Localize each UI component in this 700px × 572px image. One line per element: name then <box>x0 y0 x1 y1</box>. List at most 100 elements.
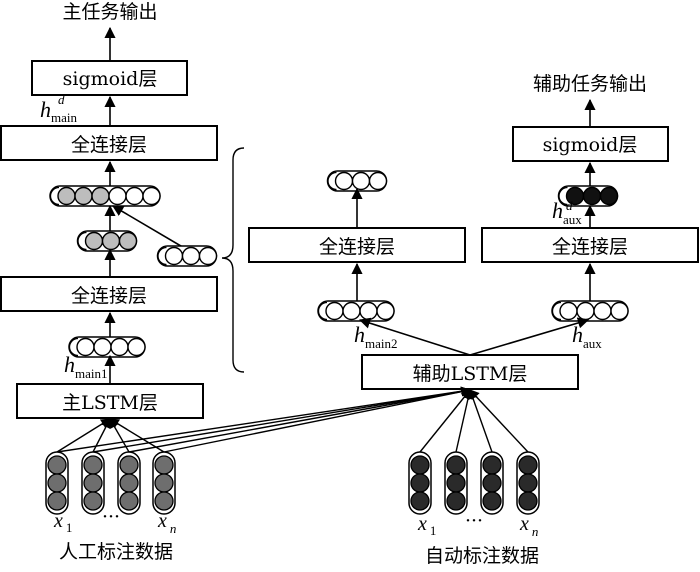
vector-edge <box>77 231 87 251</box>
vector-unit-empty <box>127 337 146 357</box>
vector-unit-empty <box>181 246 201 266</box>
vector-unit-empty <box>76 337 95 357</box>
aux-output-vector <box>557 185 619 207</box>
token-column <box>81 451 105 515</box>
vector-unit-empty <box>368 171 388 191</box>
vector-unit-filled <box>118 231 138 251</box>
main-lstm-layer: 主LSTM层 <box>16 383 204 419</box>
main-dense-bottom-label: 全连接层 <box>71 285 147 307</box>
token-unit <box>410 473 430 493</box>
vector-unit-empty <box>142 186 161 206</box>
vector-unit-filled <box>57 186 76 206</box>
aux-sigmoid-label: sigmoid层 <box>543 134 638 156</box>
aux-lstm-label: 辅助LSTM层 <box>413 363 528 385</box>
main2-dense-layer: 全连接层 <box>248 227 466 263</box>
token-unit <box>83 455 103 475</box>
manual-ellipsis: ··· <box>102 506 120 528</box>
token-unit <box>119 455 139 475</box>
main2-dense-label: 全连接层 <box>319 236 395 258</box>
manual-to-main-lstm-line <box>109 418 165 453</box>
vector-unit-filled <box>84 231 104 251</box>
vector-unit-filled <box>582 186 602 206</box>
token-column <box>480 451 504 515</box>
vector-unit-empty <box>351 171 371 191</box>
token-unit <box>47 473 67 493</box>
token-column <box>45 451 69 515</box>
token-column <box>117 451 141 515</box>
token-unit <box>47 491 67 511</box>
main-lstm-label: 主LSTM层 <box>62 392 158 414</box>
h-aux-label: haux <box>572 322 602 351</box>
main-sigmoid-label: sigmoid层 <box>63 68 158 90</box>
aux-lstm-layer: 辅助LSTM层 <box>361 354 579 390</box>
aux-dense-label: 全连接层 <box>552 236 628 258</box>
h-main-d-sup: d <box>58 92 65 107</box>
manual-to-aux-lstm-line <box>128 386 471 453</box>
main-task-output-label: 主任务输出 <box>62 1 157 23</box>
vector-edge <box>317 301 328 321</box>
token-unit <box>518 473 538 493</box>
token-unit <box>154 473 174 493</box>
vector-unit-empty <box>342 301 361 321</box>
main-sigmoid-layer: sigmoid层 <box>31 60 188 96</box>
auto-data-tokens <box>408 451 540 515</box>
vector-edge <box>68 337 79 357</box>
dense-output-vector <box>76 230 138 252</box>
vector-unit-empty <box>376 301 395 321</box>
input-connections <box>56 386 529 453</box>
vector-unit-empty <box>164 246 184 266</box>
token-unit <box>482 455 502 475</box>
token-unit <box>83 491 103 511</box>
manual-to-aux-lstm-line <box>92 386 471 453</box>
token-unit <box>410 491 430 511</box>
manual-data-label: 人工标注数据 <box>59 541 173 563</box>
vector-edge <box>327 171 337 191</box>
vector-edge <box>558 186 568 206</box>
vector-unit-empty <box>125 186 144 206</box>
token-column <box>444 451 468 515</box>
token-unit <box>47 455 67 475</box>
vector-unit-empty <box>610 301 629 321</box>
h-main1-label: hmain1 <box>64 352 108 381</box>
main2-output-vector <box>326 170 388 192</box>
auto-to-aux-lstm-line <box>419 389 471 453</box>
manual-to-main-lstm-line <box>92 418 111 453</box>
auto-ellipsis: ··· <box>465 510 483 532</box>
side-input-vector <box>156 245 218 267</box>
main-dense-top-label: 全连接层 <box>71 134 147 156</box>
token-unit <box>482 491 502 511</box>
token-unit <box>410 455 430 475</box>
auto-data-label: 自动标注数据 <box>425 545 539 567</box>
main-dense-bottom-layer: 全连接层 <box>0 276 218 312</box>
manual-to-aux-lstm-line <box>56 386 471 453</box>
auto-to-aux-lstm-line <box>455 389 473 453</box>
vector-unit-filled <box>101 231 121 251</box>
vector-unit-empty <box>593 301 612 321</box>
token-column <box>152 451 176 515</box>
token-column <box>408 451 432 515</box>
vector-unit-filled <box>74 186 93 206</box>
manual-data-tokens <box>45 451 176 515</box>
main-dense-top-layer: 全连接层 <box>0 125 218 161</box>
token-unit <box>446 491 466 511</box>
manual-to-aux-lstm-line <box>163 386 471 453</box>
token-unit <box>518 455 538 475</box>
token-unit <box>119 473 139 493</box>
token-column <box>516 451 540 515</box>
aux-dense-layer: 全连接层 <box>481 227 699 263</box>
vector-edge <box>157 246 167 266</box>
token-unit <box>154 491 174 511</box>
arrow-aux-lstm-to-aux <box>469 317 590 356</box>
h-main-d-label: hmain <box>40 97 77 125</box>
auto-to-aux-lstm-line <box>469 389 529 453</box>
vector-unit-empty <box>110 337 129 357</box>
vector-unit-empty <box>576 301 595 321</box>
auto-to-aux-lstm-line <box>468 389 493 453</box>
vector-unit-empty <box>559 301 578 321</box>
vector-edge <box>551 301 562 321</box>
shared-brace <box>221 147 245 373</box>
